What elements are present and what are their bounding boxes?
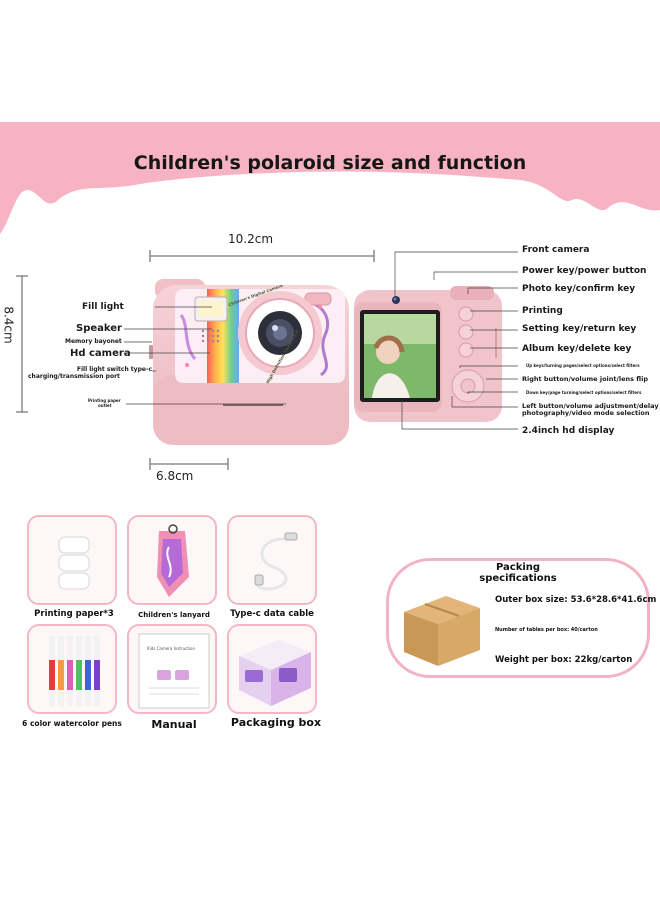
- accessory-tile-pens: [27, 624, 117, 714]
- header-banner: [0, 122, 660, 234]
- label-setting-key: Setting key/return key: [522, 324, 637, 334]
- label-paper-line2: outlet: [98, 403, 112, 408]
- label-memory-bayonet: Memory bayonet: [65, 338, 122, 345]
- label-port-line1: Fill light switch type-c: [76, 366, 152, 373]
- caption-pens: 6 color watercolor pens: [22, 719, 122, 728]
- label-display: 2.4inch hd display: [522, 426, 615, 436]
- packing-tables: Number of tables per box: 40/carton: [495, 627, 598, 633]
- label-photo-key: Photo key/confirm key: [522, 284, 636, 294]
- manual-icon: [138, 633, 210, 709]
- label-port-line2: charging/transmission port: [28, 373, 120, 380]
- label-power-key: Power key/power button: [522, 266, 647, 276]
- page-title: Children's polaroid size and function: [133, 152, 527, 174]
- camera-back-illustration: [354, 286, 502, 422]
- label-up-key: Up keys/turning pages/select options/sel…: [526, 363, 640, 368]
- label-right-button: Right button/volume joint/lens flip: [522, 375, 648, 383]
- caption-lanyard: Children's lanyard: [138, 611, 210, 619]
- package-box-icon: [239, 640, 311, 706]
- dimension-lines: [16, 250, 375, 470]
- caption-paper: Printing paper*3: [34, 609, 114, 619]
- label-fill-light: Fill light: [82, 302, 124, 312]
- accessory-tile-manual: Kids Camera Instruction: [127, 624, 217, 714]
- label-front-camera: Front camera: [522, 245, 590, 255]
- label-hd-camera: Hd camera: [70, 348, 131, 359]
- accessory-tile-box: [227, 624, 317, 714]
- manual-title: Kids Camera Instruction: [147, 646, 196, 651]
- packing-title: Packing specifications: [468, 562, 568, 584]
- label-down-key: Down key/page turning/select options/sel…: [526, 390, 642, 395]
- watercolor-pens-icon: [49, 636, 100, 706]
- label-album-key: Album key/delete key: [522, 344, 632, 354]
- label-left-line2: photography/video mode selection: [522, 409, 650, 417]
- label-printing: Printing: [522, 306, 563, 316]
- accessory-tile-paper: [27, 515, 117, 605]
- accessory-tile-cable: [227, 515, 317, 605]
- lanyard-icon: [157, 524, 189, 597]
- packing-weight: Weight per box: 22kg/carton: [495, 655, 633, 665]
- usb-cable-icon: [254, 532, 298, 591]
- camera-front-illustration: [149, 279, 349, 445]
- packing-outer-box: Outer box size: 53.6*28.6*41.6cm: [495, 595, 657, 605]
- paper-roll-icon: [58, 536, 90, 590]
- caption-manual: Manual: [151, 718, 197, 731]
- label-paper-line1: Printing paper: [88, 398, 121, 403]
- caption-box: Packaging box: [230, 716, 322, 729]
- label-speaker: Speaker: [76, 323, 122, 334]
- caption-cable: Type-c data cable: [230, 609, 314, 619]
- depth-dimension: 6.8cm: [156, 469, 194, 483]
- label-left-line1: Left button/volume adjustment/delay: [522, 402, 659, 410]
- accessory-tile-lanyard: [127, 515, 217, 605]
- packing-title-line1: Packing: [495, 562, 541, 573]
- cardboard-box-icon: [404, 596, 480, 666]
- packing-title-line2: specifications: [479, 573, 557, 584]
- width-dimension: 10.2cm: [228, 232, 274, 246]
- leader-lines: [124, 251, 518, 430]
